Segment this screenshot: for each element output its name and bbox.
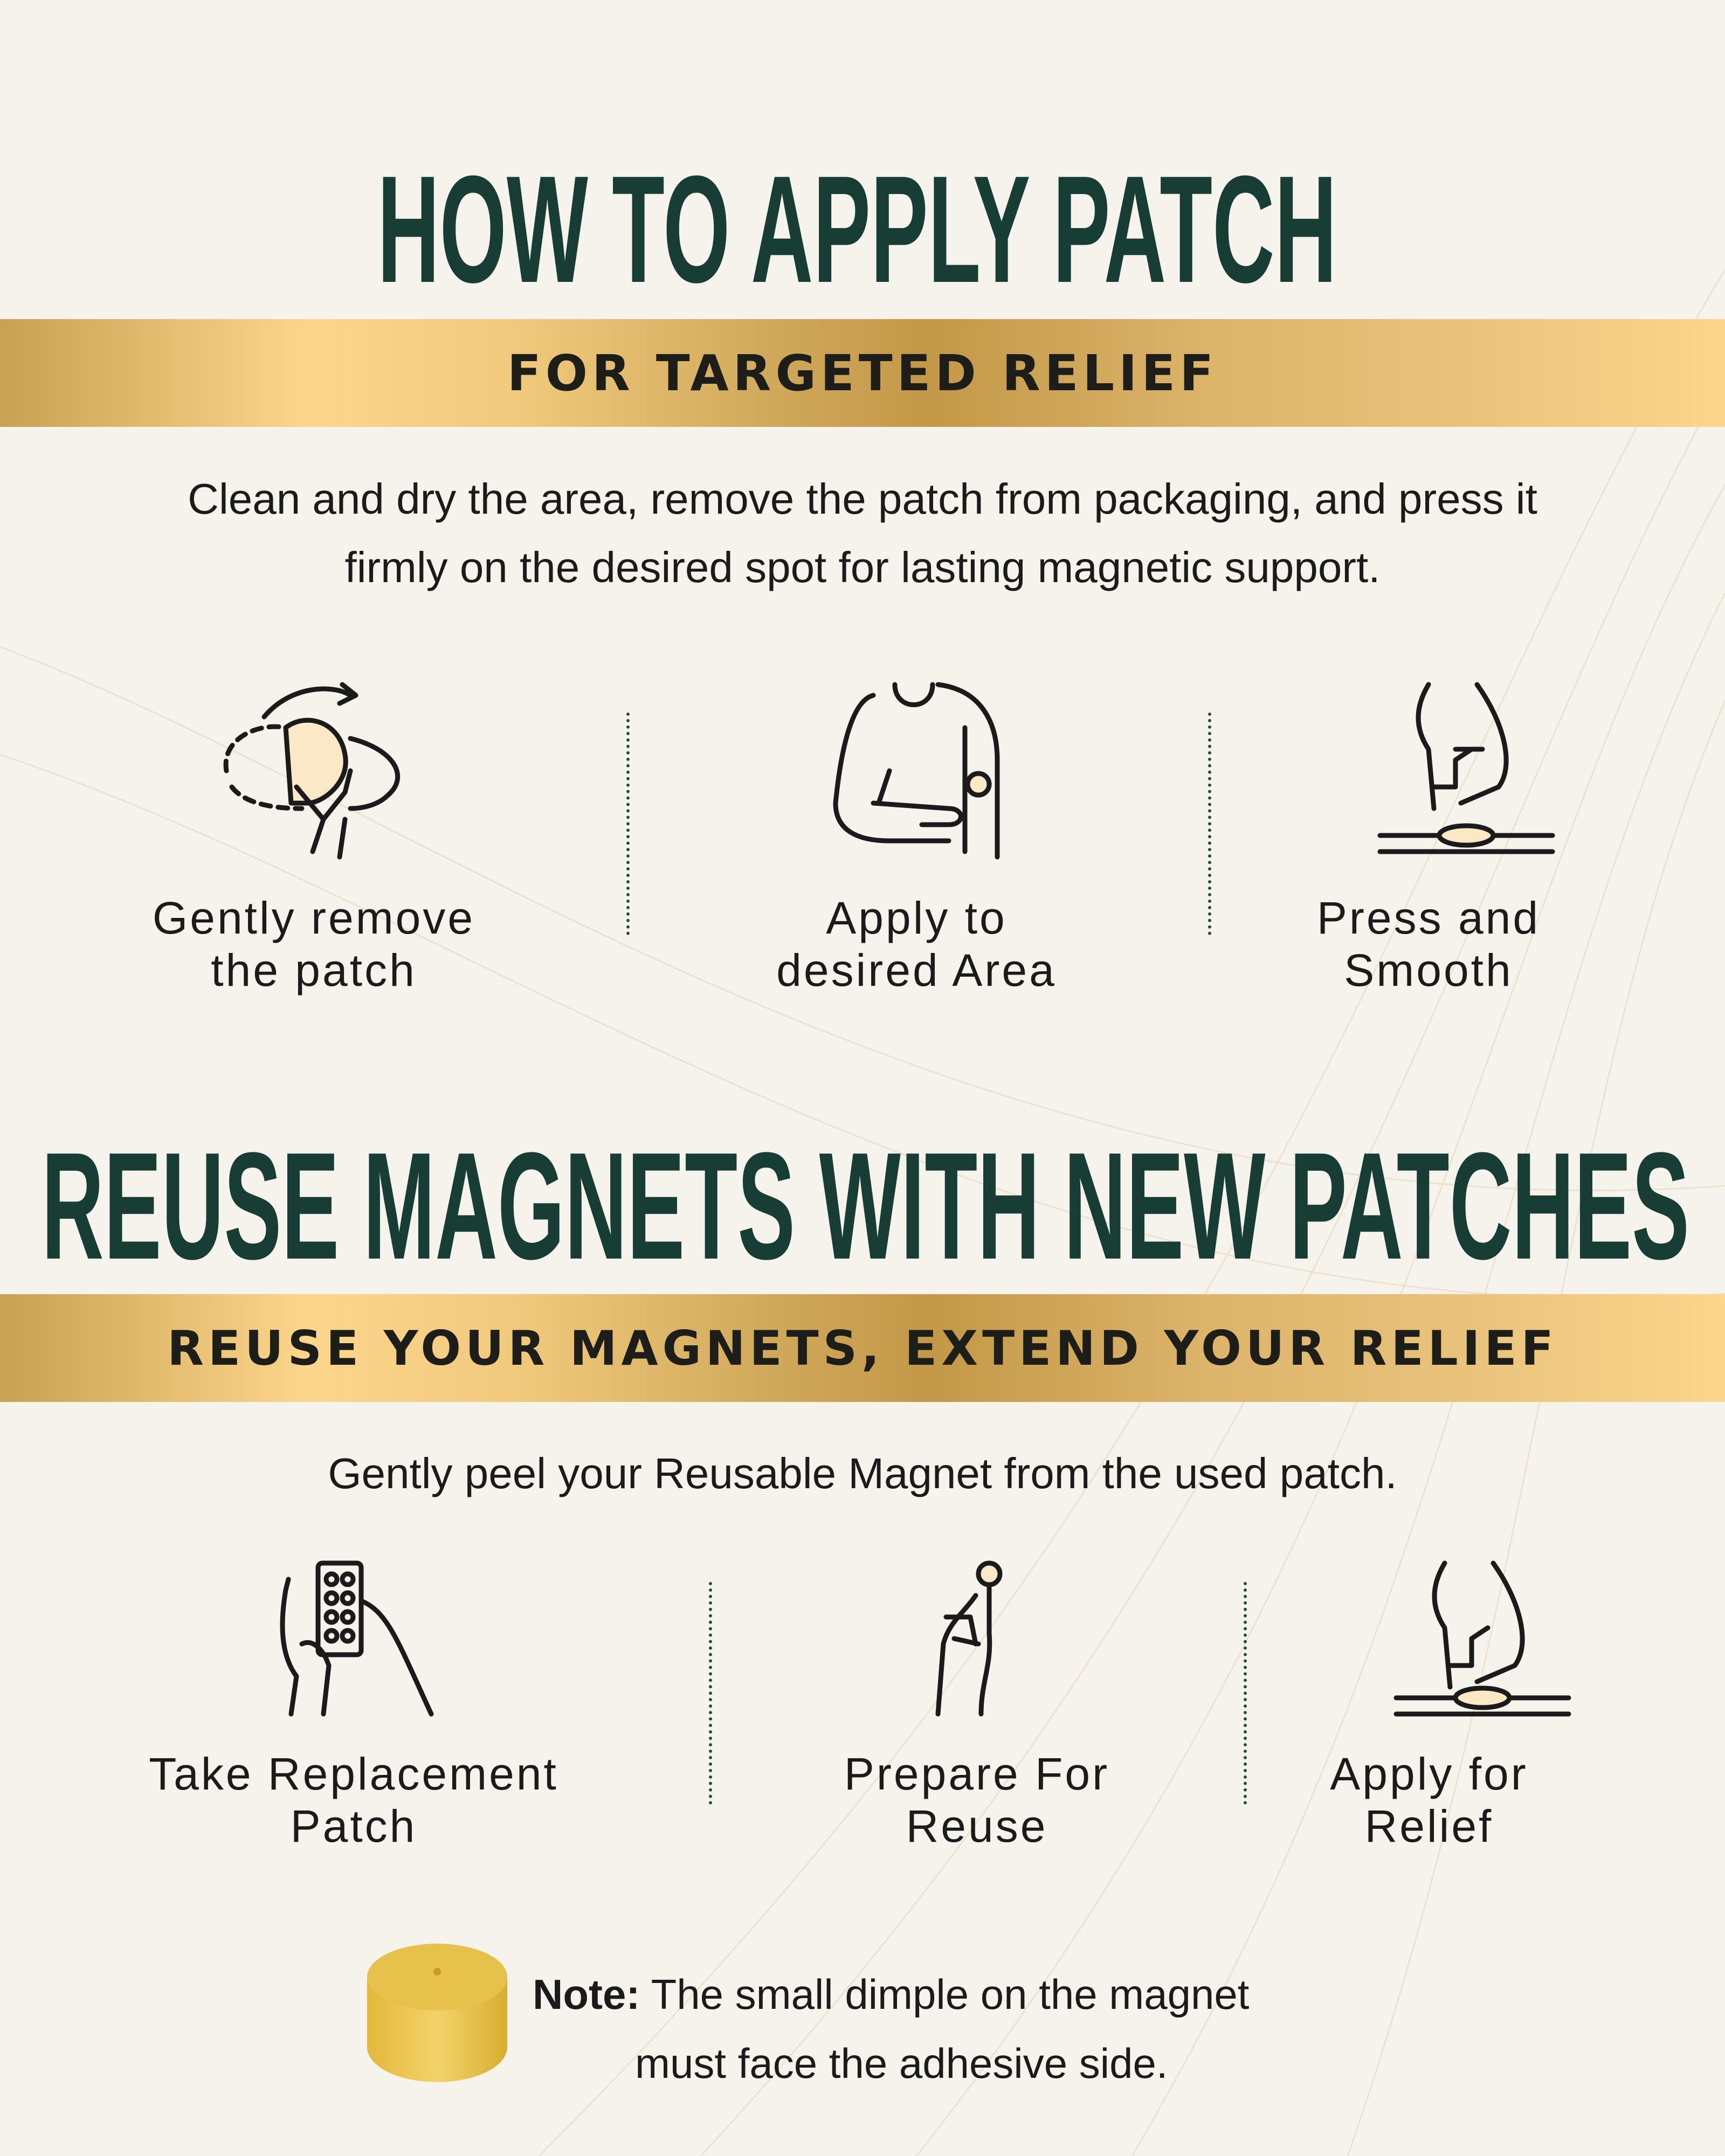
remove-patch-icon — [223, 682, 401, 860]
section1-band-text: FOR TARGETED RELIEF — [507, 344, 1218, 402]
step-label-press: Press and Smooth — [1316, 893, 1541, 996]
note-prefix: Note: — [533, 1971, 640, 2018]
note-line-1-text: The small dimple on the magnet — [640, 1971, 1250, 2018]
step-label-remove: Gently remove the patch — [152, 893, 475, 996]
section1-band: FOR TARGETED RELIEF — [0, 319, 1725, 427]
magnet-finger-icon — [935, 1560, 1003, 1717]
section1-description: Clean and dry the area, remove the patch… — [54, 465, 1671, 602]
press-patch-icon — [1393, 1560, 1571, 1717]
step-label-apply: Apply to desired Area — [776, 893, 1057, 996]
arm-patch-icon — [833, 682, 1000, 860]
note-line-1: Note: The small dimple on the magnet — [533, 1960, 1449, 2029]
note-line-2: must face the adhesive side. — [635, 2040, 1168, 2087]
step-divider — [1244, 1582, 1247, 1805]
step-divider — [1208, 713, 1211, 935]
step-label-relief: Apply for Relief — [1330, 1749, 1528, 1851]
step-label-prepare: Prepare For Reuse — [844, 1749, 1110, 1851]
description-line: firmly on the desired spot for lasting m… — [344, 543, 1381, 591]
step-divider — [626, 713, 630, 935]
section2-band: REUSE YOUR MAGNETS, EXTEND YOUR RELIEF — [0, 1294, 1725, 1402]
step-label-take: Take Replacement Patch — [149, 1749, 558, 1851]
section2-description: Gently peel your Reusable Magnet from th… — [328, 1449, 1397, 1497]
step-divider — [709, 1582, 712, 1805]
magnet-image — [367, 1944, 507, 2082]
section2-title-text: REUSE MAGNETS WITH NEW PATCHES — [42, 1127, 1689, 1277]
section1-title-text: HOW TO APPLY PATCH — [377, 151, 1337, 302]
section2-title: REUSE MAGNETS WITH NEW PATCHES — [42, 1127, 1689, 1277]
section2-band-text: REUSE YOUR MAGNETS, EXTEND YOUR RELIEF — [167, 1320, 1558, 1376]
replacement-patch-icon — [280, 1560, 434, 1717]
note-text: Note: The small dimple on the magnet mus… — [533, 1960, 1449, 2098]
description-line: Clean and dry the area, remove the patch… — [188, 475, 1537, 523]
press-patch-icon — [1377, 682, 1555, 854]
section1-title: HOW TO APPLY PATCH — [377, 151, 1337, 302]
